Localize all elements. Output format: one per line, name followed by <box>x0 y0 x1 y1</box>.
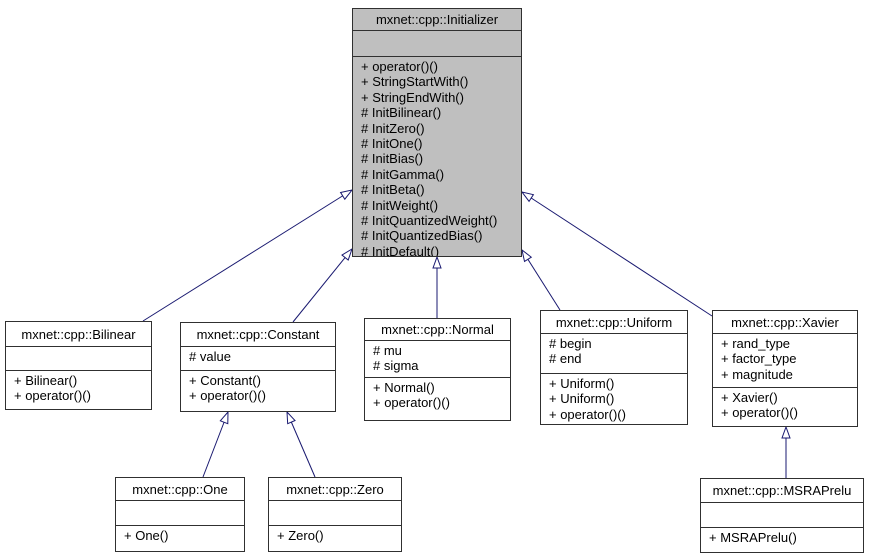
class-methods-bilinear: + Bilinear() + operator()() <box>14 373 91 404</box>
edge-constant-to-initializer <box>292 247 353 323</box>
class-box-msraprelu[interactable]: mxnet::cpp::MSRAPrelu + MSRAPrelu() <box>700 478 864 553</box>
class-box-zero[interactable]: mxnet::cpp::Zero + Zero() <box>268 477 402 552</box>
class-name-xavier[interactable]: mxnet::cpp::Xavier <box>713 311 857 334</box>
class-methods-zero: + Zero() <box>277 528 324 543</box>
class-attributes-xavier: + rand_type + factor_type + magnitude <box>713 334 857 388</box>
class-attributes-zero <box>269 501 401 526</box>
class-box-constant[interactable]: mxnet::cpp::Constant # value + Constant(… <box>180 322 336 412</box>
class-methods-initializer: + operator()() + StringStartWith() + Str… <box>361 59 498 256</box>
class-attributes-msraprelu <box>701 503 863 528</box>
edge-xavier-to-initializer <box>520 191 713 317</box>
class-box-normal[interactable]: mxnet::cpp::Normal # mu # sigma + Normal… <box>364 318 511 421</box>
class-attributes-constant: # value <box>181 347 335 371</box>
class-methods-msraprelu: + MSRAPrelu() <box>709 530 797 545</box>
class-box-xavier[interactable]: mxnet::cpp::Xavier + rand_type + factor_… <box>712 310 858 427</box>
class-name-uniform[interactable]: mxnet::cpp::Uniform <box>541 311 687 334</box>
edge-zero-to-constant <box>286 410 316 478</box>
class-name-constant[interactable]: mxnet::cpp::Constant <box>181 323 335 347</box>
edge-bilinear-to-initializer <box>142 189 354 322</box>
class-name-zero[interactable]: mxnet::cpp::Zero <box>269 478 401 501</box>
class-box-uniform[interactable]: mxnet::cpp::Uniform # begin # end + Unif… <box>540 310 688 425</box>
class-attributes-one <box>116 501 244 526</box>
class-name-msraprelu[interactable]: mxnet::cpp::MSRAPrelu <box>701 479 863 503</box>
class-attributes-normal: # mu # sigma <box>365 341 510 378</box>
class-methods-one: + One() <box>124 528 169 543</box>
class-methods-xavier: + Xavier() + operator()() <box>721 390 798 421</box>
class-name-initializer[interactable]: mxnet::cpp::Initializer <box>353 9 521 31</box>
class-attributes-uniform: # begin # end <box>541 334 687 374</box>
class-methods-constant: + Constant() + operator()() <box>189 373 266 404</box>
class-methods-normal: + Normal() + operator()() <box>373 380 450 411</box>
class-box-initializer[interactable]: mxnet::cpp::Initializer + operator()() +… <box>352 8 522 257</box>
class-name-normal[interactable]: mxnet::cpp::Normal <box>365 319 510 341</box>
edge-uniform-to-initializer <box>521 248 561 311</box>
class-attributes-initializer <box>353 31 521 57</box>
class-attributes-bilinear <box>6 347 151 371</box>
edge-one-to-constant <box>202 410 229 478</box>
class-name-one[interactable]: mxnet::cpp::One <box>116 478 244 501</box>
class-box-bilinear[interactable]: mxnet::cpp::Bilinear + Bilinear() + oper… <box>5 321 152 410</box>
class-box-one[interactable]: mxnet::cpp::One + One() <box>115 477 245 552</box>
class-methods-uniform: + Uniform() + Uniform() + operator()() <box>549 376 626 422</box>
class-name-bilinear[interactable]: mxnet::cpp::Bilinear <box>6 322 151 347</box>
